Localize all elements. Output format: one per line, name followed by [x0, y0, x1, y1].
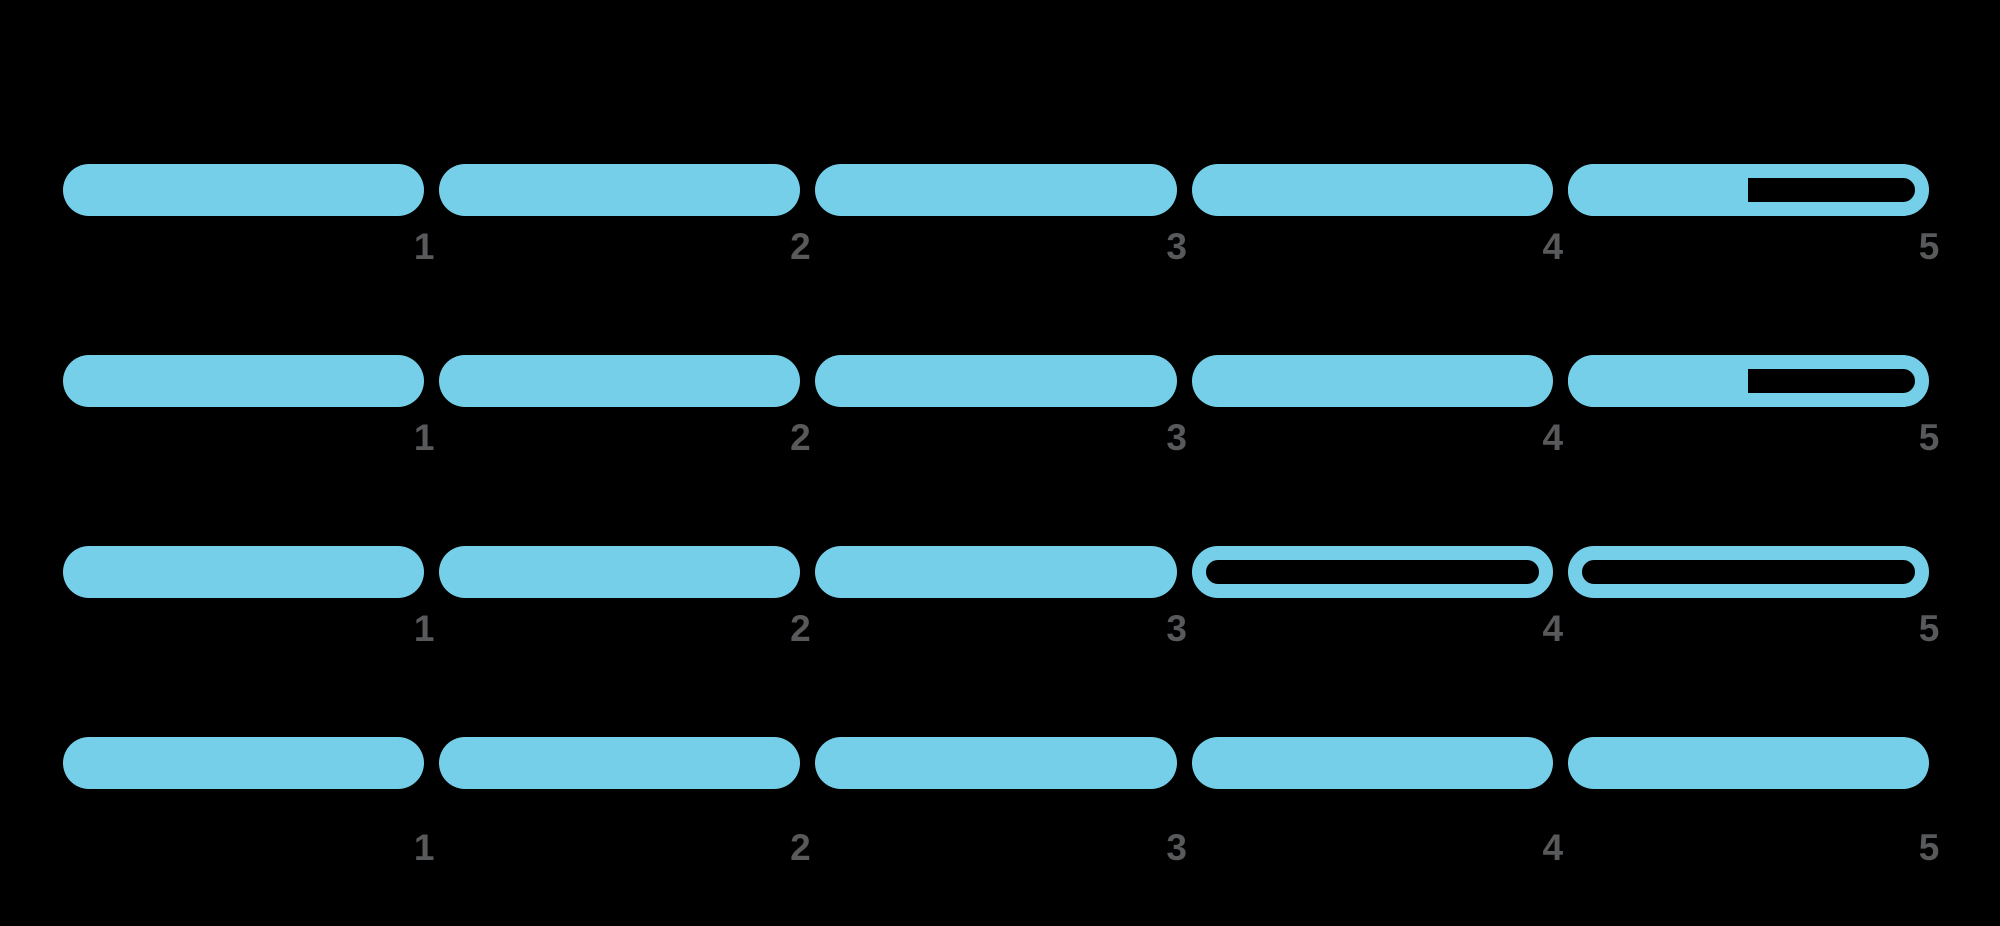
tick-label: 2: [790, 417, 811, 458]
bar-segment-outline: [1191, 546, 1553, 598]
scale-tick-cell: 4: [1192, 609, 1564, 649]
scale-tick-cell: 5: [1568, 828, 1940, 868]
scale-tick-cell: 3: [815, 227, 1187, 267]
tick-label: 1: [413, 608, 435, 649]
bar-segment-filled: [439, 546, 801, 598]
tick-label: 3: [1166, 608, 1187, 649]
scale-tick-cell: 5: [1568, 227, 1940, 267]
scale-tick-cell: 4: [1192, 828, 1564, 868]
scale-tick-cell: 3: [815, 828, 1187, 868]
tick-label: 5: [1918, 226, 1940, 267]
scale-tick-cell: 2: [439, 227, 811, 267]
rating-bar-track: [63, 355, 1930, 407]
scale-tick-row: 1 2 3 4 5: [63, 418, 1940, 458]
bar-segment-filled: [815, 546, 1177, 598]
scale-tick-row: 1 2 3 4 5: [63, 227, 1940, 267]
rating-row: 1 2 3 4 5: [63, 164, 1940, 324]
scale-tick-row: 1 2 3 4 5: [63, 828, 1940, 868]
tick-label: 3: [1166, 417, 1187, 458]
rating-row: 1 2 3 4 5: [63, 546, 1940, 706]
scale-tick-cell: 1: [63, 609, 435, 649]
bar-segment-filled: [439, 737, 801, 789]
tick-label: 2: [790, 827, 811, 868]
scale-tick-cell: 5: [1568, 609, 1940, 649]
rating-bar-track: [63, 164, 1930, 216]
bar-segment-filled: [63, 546, 425, 598]
scale-tick-cell: 2: [439, 418, 811, 458]
tick-label: 5: [1918, 827, 1940, 868]
bar-segment-filled: [63, 164, 425, 216]
scale-tick-cell: 2: [439, 828, 811, 868]
scale-tick-cell: 1: [63, 828, 435, 868]
scale-tick-cell: 4: [1192, 227, 1564, 267]
bar-segment-outline: [1567, 546, 1930, 598]
bar-segment-outline: [1567, 355, 1930, 407]
rating-row: 1 2 3 4 5: [63, 355, 1940, 515]
bar-segment-filled: [1191, 737, 1553, 789]
bar-segment-filled: [1191, 355, 1553, 407]
scale-tick-cell: 5: [1568, 418, 1940, 458]
tick-label: 5: [1918, 608, 1940, 649]
tick-label: 1: [413, 226, 435, 267]
tick-label: 4: [1542, 226, 1564, 267]
bar-segment-empty: [1567, 546, 1930, 598]
bar-segment-partial: [1567, 164, 1930, 216]
rating-bar-track: [63, 737, 1930, 789]
bar-segment-filled: [1191, 164, 1553, 216]
bar-segment-partial: [1567, 355, 1930, 407]
tick-label: 1: [413, 417, 435, 458]
bar-segment-filled: [1567, 737, 1930, 789]
bar-segment-filled: [63, 355, 425, 407]
bar-segment-filled: [63, 737, 425, 789]
tick-label: 2: [790, 226, 811, 267]
tick-label: 3: [1166, 226, 1187, 267]
scale-tick-cell: 3: [815, 418, 1187, 458]
bar-segment-filled: [439, 164, 801, 216]
tick-label: 4: [1542, 417, 1564, 458]
bar-segment-outline: [1567, 164, 1930, 216]
tick-label: 3: [1166, 827, 1187, 868]
bar-segment-filled: [815, 355, 1177, 407]
rating-row: 1 2 3 4 5: [63, 737, 1940, 897]
rating-bar-track: [63, 546, 1930, 598]
tick-label: 4: [1542, 608, 1564, 649]
tick-label: 1: [413, 827, 435, 868]
bar-segment-empty: [1191, 546, 1553, 598]
tick-label: 5: [1918, 417, 1940, 458]
scale-tick-cell: 1: [63, 227, 435, 267]
scale-tick-row: 1 2 3 4 5: [63, 609, 1940, 649]
bar-segment-filled: [439, 355, 801, 407]
rating-chart: 1 2 3 4 5 1 2 3 4 5 1 2 3 4 5 1 2 3 4 5: [63, 0, 1940, 926]
scale-tick-cell: 1: [63, 418, 435, 458]
bar-segment-filled: [815, 737, 1177, 789]
tick-label: 2: [790, 608, 811, 649]
scale-tick-cell: 4: [1192, 418, 1564, 458]
scale-tick-cell: 3: [815, 609, 1187, 649]
tick-label: 4: [1542, 827, 1564, 868]
scale-tick-cell: 2: [439, 609, 811, 649]
bar-segment-filled: [815, 164, 1177, 216]
